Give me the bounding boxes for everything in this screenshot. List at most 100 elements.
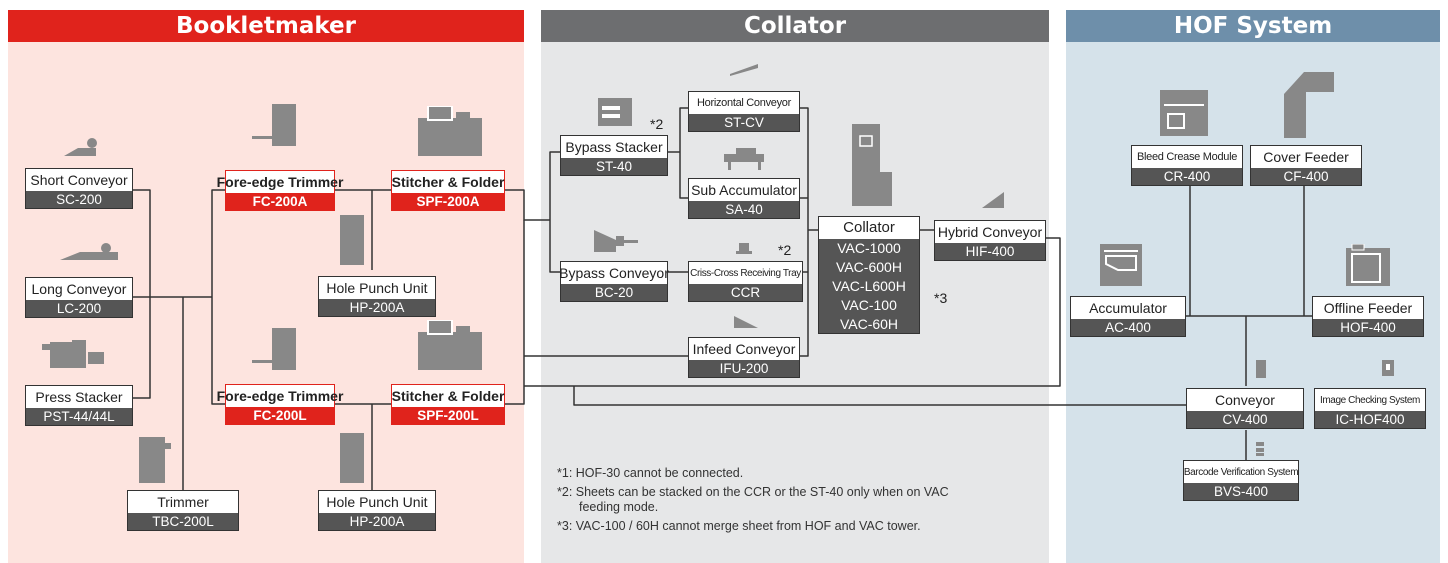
- trimmer-module[interactable]: Trimmer TBC-200L: [127, 490, 239, 531]
- sub-accumulator-icon: [724, 148, 764, 170]
- conveyor-module[interactable]: Conveyor CV-400: [1186, 388, 1304, 429]
- module-name: Hole Punch Unit: [326, 494, 428, 510]
- note-1: *1: HOF-30 cannot be connected.: [557, 466, 744, 480]
- collator-footnote-mark: *3: [934, 290, 948, 306]
- bookletmaker-header: Bookletmaker: [8, 10, 524, 42]
- note-2: *2: Sheets can be stacked on the CCR or …: [557, 485, 949, 499]
- collator-module[interactable]: Collator VAC-1000 VAC-600H VAC-L600H VAC…: [818, 216, 920, 334]
- collator-model: VAC-100: [841, 297, 897, 313]
- module-name: Bypass Conveyor: [559, 265, 669, 281]
- module-name: Conveyor: [1215, 392, 1275, 408]
- module-model: SPF-200L: [392, 407, 504, 424]
- stitcher-folder-l-icon: [418, 320, 482, 370]
- fore-edge-trimmer-l-icon: [252, 328, 296, 370]
- bleed-crease-module[interactable]: Bleed Crease Module CR-400: [1131, 145, 1243, 186]
- line-spfa-out: [505, 189, 540, 221]
- hybrid-conveyor-module[interactable]: Hybrid Conveyor HIF-400: [934, 220, 1046, 261]
- barcode-verification-module[interactable]: Barcode Verification System BVS-400: [1183, 460, 1299, 501]
- hole-punch-l-icon: [340, 433, 364, 483]
- collator-header: Collator: [541, 10, 1049, 42]
- module-model: LC-200: [26, 300, 132, 317]
- image-checking-icon: [1382, 360, 1394, 376]
- bypass-stacker-module[interactable]: Bypass Stacker ST-40: [560, 135, 668, 176]
- fore-edge-trimmer-a-icon: [252, 104, 296, 146]
- conveyor-small-icon: [1256, 360, 1266, 378]
- trimmer-icon: [139, 437, 171, 483]
- collator-model: VAC-1000: [837, 240, 901, 256]
- module-model: HP-200A: [319, 299, 435, 316]
- module-model: CR-400: [1132, 168, 1242, 185]
- ccr-footnote-mark: *2: [778, 242, 792, 258]
- press-stacker-module[interactable]: Press Stacker PST-44/44L: [25, 385, 133, 426]
- infeed-conveyor-module[interactable]: Infeed Conveyor IFU-200: [688, 337, 800, 378]
- hybrid-conveyor-icon: [982, 192, 1004, 208]
- module-model: CF-400: [1251, 168, 1361, 185]
- module-name: Bypass Stacker: [565, 139, 663, 155]
- module-name: Sub Accumulator: [691, 182, 797, 198]
- stitcher-folder-l-module[interactable]: Stitcher & Folder SPF-200L: [391, 384, 505, 425]
- collator-model: VAC-60H: [839, 316, 899, 332]
- module-name: Image Checking System: [1320, 394, 1420, 406]
- module-name: Press Stacker: [35, 389, 123, 405]
- cover-feeder-icon: [1284, 72, 1334, 138]
- footnotes: *1: HOF-30 cannot be connected. *2: Shee…: [557, 466, 1037, 534]
- module-name: Offline Feeder: [1323, 300, 1413, 316]
- module-model: FC-200A: [226, 193, 334, 210]
- module-model: AC-400: [1071, 319, 1185, 336]
- accumulator-icon: [1100, 244, 1142, 286]
- module-name: Fore-edge Trimmer: [216, 174, 344, 190]
- module-name: Trimmer: [157, 494, 209, 510]
- offline-feeder-icon: [1346, 244, 1390, 286]
- module-model: TBC-200L: [128, 513, 238, 530]
- st40-footnote-mark: *2: [650, 116, 664, 132]
- module-name: Stitcher & Folder: [391, 388, 505, 404]
- module-name: Barcode Verification System: [1183, 466, 1299, 478]
- module-model: HOF-400: [1313, 319, 1423, 336]
- module-name: Short Conveyor: [30, 172, 128, 188]
- sub-accumulator-module[interactable]: Sub Accumulator SA-40: [688, 178, 800, 219]
- bypass-conveyor-module[interactable]: Bypass Conveyor BC-20: [559, 261, 669, 302]
- collator-model: VAC-600H: [836, 259, 902, 275]
- bypass-stacker-icon: [598, 98, 632, 126]
- hole-punch-a-module[interactable]: Hole Punch Unit HP-200A: [318, 276, 436, 317]
- fore-edge-trimmer-a-module[interactable]: Fore-edge Trimmer FC-200A: [216, 170, 344, 211]
- module-model: ST-CV: [689, 114, 799, 131]
- fore-edge-trimmer-l-module[interactable]: Fore-edge Trimmer FC-200L: [217, 384, 343, 425]
- module-name: Bleed Crease Module: [1136, 151, 1238, 163]
- module-model: BC-20: [561, 284, 667, 301]
- long-conveyor-module[interactable]: Long Conveyor LC-200: [25, 277, 133, 318]
- image-checking-module[interactable]: Image Checking System IC-HOF400: [1314, 388, 1426, 429]
- bypass-conveyor-icon: [594, 230, 638, 252]
- module-model: CCR: [689, 284, 802, 301]
- stitcher-folder-a-module[interactable]: Stitcher & Folder SPF-200A: [391, 170, 505, 211]
- stitcher-folder-a-icon: [418, 106, 482, 156]
- collator-name: Collator: [819, 217, 919, 239]
- module-model: HP-200A: [319, 513, 435, 530]
- module-model: HIF-400: [935, 243, 1045, 260]
- accumulator-module[interactable]: Accumulator AC-400: [1070, 296, 1186, 337]
- module-model: SC-200: [26, 191, 132, 208]
- module-model: PST-44/44L: [26, 408, 132, 425]
- criss-cross-tray-module[interactable]: Criss-Cross Receiving Tray CCR: [688, 261, 803, 302]
- module-model: IC-HOF400: [1315, 411, 1425, 428]
- offline-feeder-module[interactable]: Offline Feeder HOF-400: [1312, 296, 1424, 337]
- collator-model: VAC-L600H: [832, 278, 906, 294]
- line-hif-out: [524, 237, 1061, 387]
- line-stcv-sa40: [679, 107, 688, 199]
- press-stacker-icon: [42, 340, 104, 368]
- horizontal-conveyor-module[interactable]: Horizontal Conveyor ST-CV: [688, 91, 800, 132]
- note-3: *3: VAC-100 / 60H cannot merge sheet fro…: [557, 519, 921, 533]
- criss-cross-tray-icon: [736, 243, 752, 254]
- barcode-icon: [1256, 442, 1264, 456]
- collator-icon: [852, 124, 892, 206]
- hole-punch-l-module[interactable]: Hole Punch Unit HP-200A: [318, 490, 436, 531]
- module-name: Criss-Cross Receiving Tray: [690, 267, 801, 279]
- line-spfl-out: [505, 220, 525, 405]
- module-name: Accumulator: [1089, 300, 1167, 316]
- module-model: FC-200L: [226, 407, 334, 424]
- module-model: BVS-400: [1184, 483, 1298, 500]
- module-name: Long Conveyor: [31, 281, 127, 297]
- line-trimmer-bus: [211, 189, 225, 405]
- short-conveyor-module[interactable]: Short Conveyor SC-200: [25, 168, 133, 209]
- cover-feeder-module[interactable]: Cover Feeder CF-400: [1250, 145, 1362, 186]
